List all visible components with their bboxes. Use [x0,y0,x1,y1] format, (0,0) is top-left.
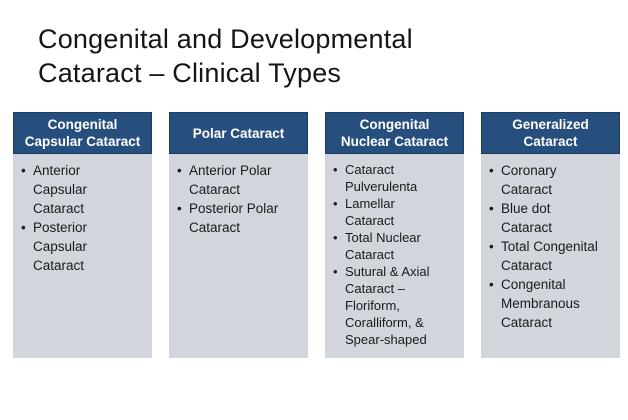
column-body: Anterior Capsular Cataract Posterior Cap… [13,154,152,358]
clinical-types-columns: Congenital Capsular Cataract Anterior Ca… [13,112,620,358]
title-line-1: Congenital and Developmental [38,24,413,54]
column-header: Polar Cataract [169,112,308,154]
column-body: Anterior Polar Cataract Posterior Polar … [169,154,308,358]
header-line: Generalized [512,117,589,132]
list-item: Sutural & Axial Cataract – Floriform, Co… [332,263,447,348]
list-item: Cataract Pulverulenta [332,161,447,195]
slide-title: Congenital and Developmental Cataract – … [38,22,413,90]
column-polar-cataract: Polar Cataract Anterior Polar Cataract P… [169,112,308,358]
header-line: Congenital [359,117,430,132]
header-line: Congenital [47,117,118,132]
column-header: Congenital Nuclear Cataract [325,112,464,154]
list-item: Posterior Polar Cataract [176,199,291,237]
column-header: Congenital Capsular Cataract [13,112,152,154]
bullet-list: Anterior Polar Cataract Posterior Polar … [176,161,291,237]
column-header: Generalized Cataract [481,112,620,154]
bullet-list: Anterior Capsular Cataract Posterior Cap… [20,161,135,275]
header-line: Polar Cataract [192,125,285,141]
column-generalized-cataract: Generalized Cataract Coronary Cataract B… [481,112,620,358]
bullet-list: Coronary Cataract Blue dot Cataract Tota… [488,161,603,332]
list-item: Posterior Capsular Cataract [20,218,135,275]
column-body: Cataract Pulverulenta Lamellar Cataract … [325,154,464,358]
column-body: Coronary Cataract Blue dot Cataract Tota… [481,154,620,358]
title-line-2: Cataract – Clinical Types [38,58,342,88]
header-line: Capsular Cataract [24,134,141,149]
list-item: Congenital Membranous Cataract [488,275,603,332]
list-item: Anterior Capsular Cataract [20,161,135,218]
header-line: Cataract [523,134,578,149]
column-congenital-capsular-cataract: Congenital Capsular Cataract Anterior Ca… [13,112,152,358]
list-item: Total Congenital Cataract [488,237,603,275]
list-item: Coronary Cataract [488,161,603,199]
list-item: Blue dot Cataract [488,199,603,237]
list-item: Anterior Polar Cataract [176,161,291,199]
header-line: Nuclear Cataract [340,134,449,149]
list-item: Lamellar Cataract [332,195,447,229]
list-item: Total Nuclear Cataract [332,229,447,263]
column-congenital-nuclear-cataract: Congenital Nuclear Cataract Cataract Pul… [325,112,464,358]
bullet-list: Cataract Pulverulenta Lamellar Cataract … [332,161,447,348]
